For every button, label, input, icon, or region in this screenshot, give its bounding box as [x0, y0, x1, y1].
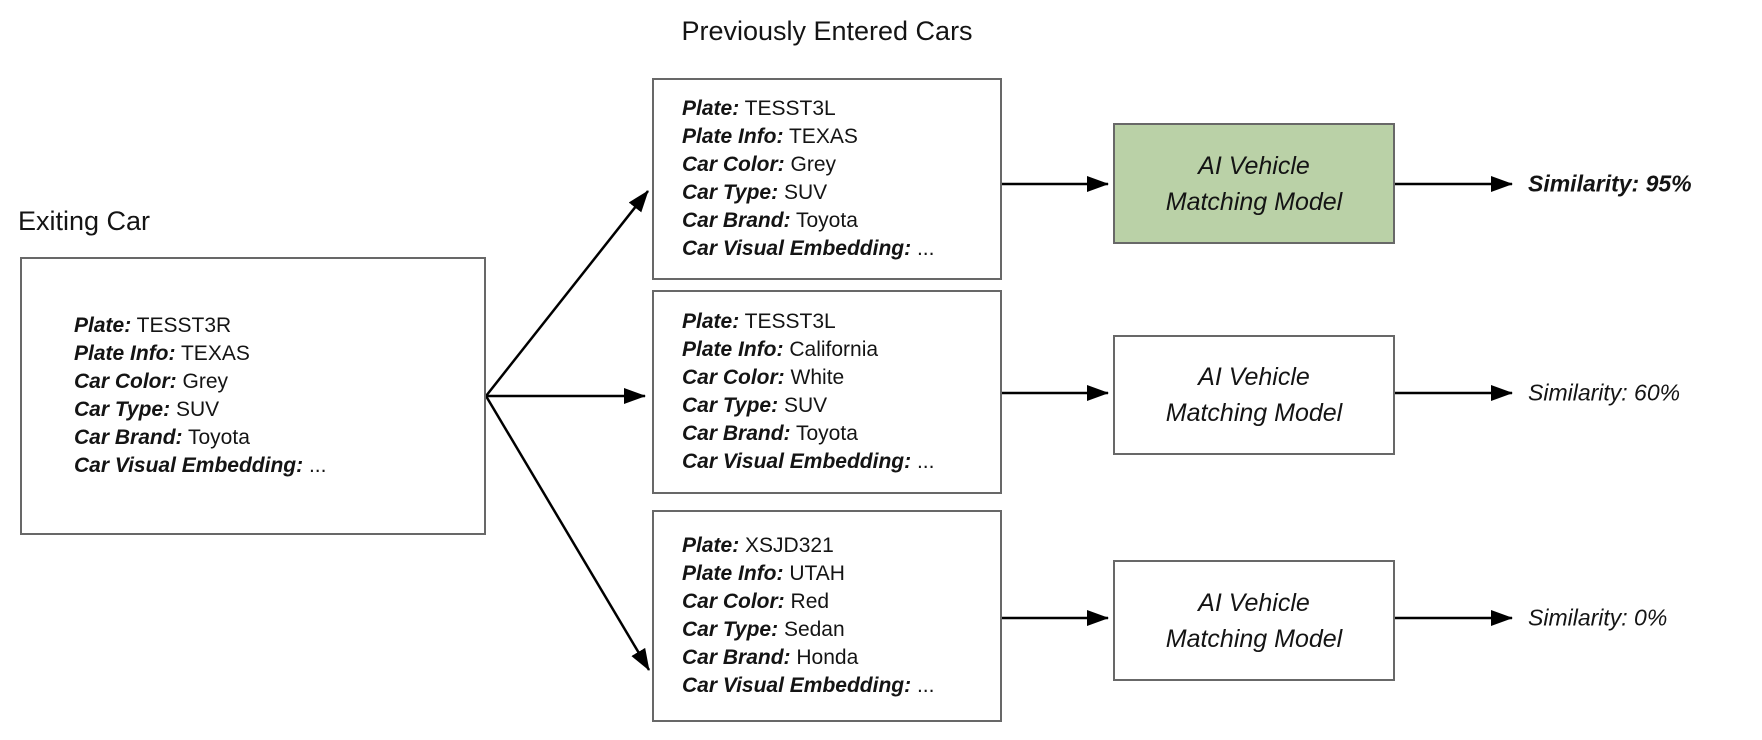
previously-entered-cars-title: Previously Entered Cars: [681, 16, 973, 46]
car-detail-line: Car Color: Grey: [682, 153, 837, 176]
car-detail-line: Plate: TESST3L: [682, 97, 836, 120]
ai-model-label-line2: Matching Model: [1165, 399, 1343, 427]
car-detail-line: Car Color: Red: [682, 590, 830, 613]
car-detail-line: Plate Info: California: [682, 338, 879, 361]
car-detail-line: Plate: XSJD321: [682, 534, 834, 557]
similarity-label-3: Similarity: 0%: [1528, 604, 1668, 631]
ai-model-label-line1: AI Vehicle: [1198, 363, 1310, 391]
car-detail-line: Car Type: SUV: [74, 398, 220, 421]
car-detail-line: Plate Info: TEXAS: [682, 125, 858, 148]
ai-model-label-line1: AI Vehicle: [1198, 588, 1310, 617]
car-detail-line: Car Brand: Toyota: [682, 422, 858, 445]
exiting-car-title: Exiting Car: [18, 206, 151, 236]
car-detail-line: Car Brand: Toyota: [74, 426, 250, 449]
car-detail-line: Plate: TESST3R: [74, 314, 232, 337]
similarity-label-1: Similarity: 95%: [1528, 170, 1692, 197]
car-detail-line: Plate: TESST3L: [682, 310, 836, 333]
ai-model-box-1: AI Vehicle Matching Model: [1113, 123, 1395, 244]
car-detail-line: Car Brand: Toyota: [682, 209, 858, 232]
car-detail-line: Car Type: Sedan: [682, 618, 845, 641]
car-detail-line: Car Type: SUV: [682, 181, 828, 204]
car-detail-line: Car Visual Embedding: ...: [74, 454, 327, 477]
arrow-exiting-to-car-3: [484, 395, 651, 671]
similarity-label-2: Similarity: 60%: [1528, 379, 1681, 406]
car-detail-line: Car Visual Embedding: ...: [682, 237, 935, 260]
car-detail-line: Car Type: SUV: [682, 394, 828, 417]
arrow-exiting-to-car-1: [485, 190, 649, 397]
car-detail-line: Car Brand: Honda: [682, 646, 859, 669]
car-detail-line: Plate Info: UTAH: [682, 562, 845, 585]
car-detail-line: Car Color: Grey: [74, 370, 229, 393]
car-detail-line: Car Visual Embedding: ...: [682, 450, 935, 473]
entered-car-box-2: Plate: TESST3L Plate Info: California Ca…: [652, 290, 1002, 494]
car-detail-line: Plate Info: TEXAS: [74, 342, 250, 365]
ai-model-label-line2: Matching Model: [1165, 187, 1343, 216]
ai-model-box-3: AI Vehicle Matching Model: [1113, 560, 1395, 681]
ai-model-box-2: AI Vehicle Matching Model: [1113, 335, 1395, 455]
ai-model-label-line1: AI Vehicle: [1198, 151, 1310, 180]
car-detail-line: Car Visual Embedding: ...: [682, 674, 935, 697]
entered-car-box-1: Plate: TESST3L Plate Info: TEXAS Car Col…: [652, 78, 1002, 280]
car-detail-line: Car Color: White: [682, 366, 845, 389]
exiting-car-box: Plate: TESST3R Plate Info: TEXAS Car Col…: [20, 257, 486, 535]
ai-model-label-line2: Matching Model: [1165, 624, 1343, 653]
entered-car-box-3: Plate: XSJD321 Plate Info: UTAH Car Colo…: [652, 510, 1002, 722]
